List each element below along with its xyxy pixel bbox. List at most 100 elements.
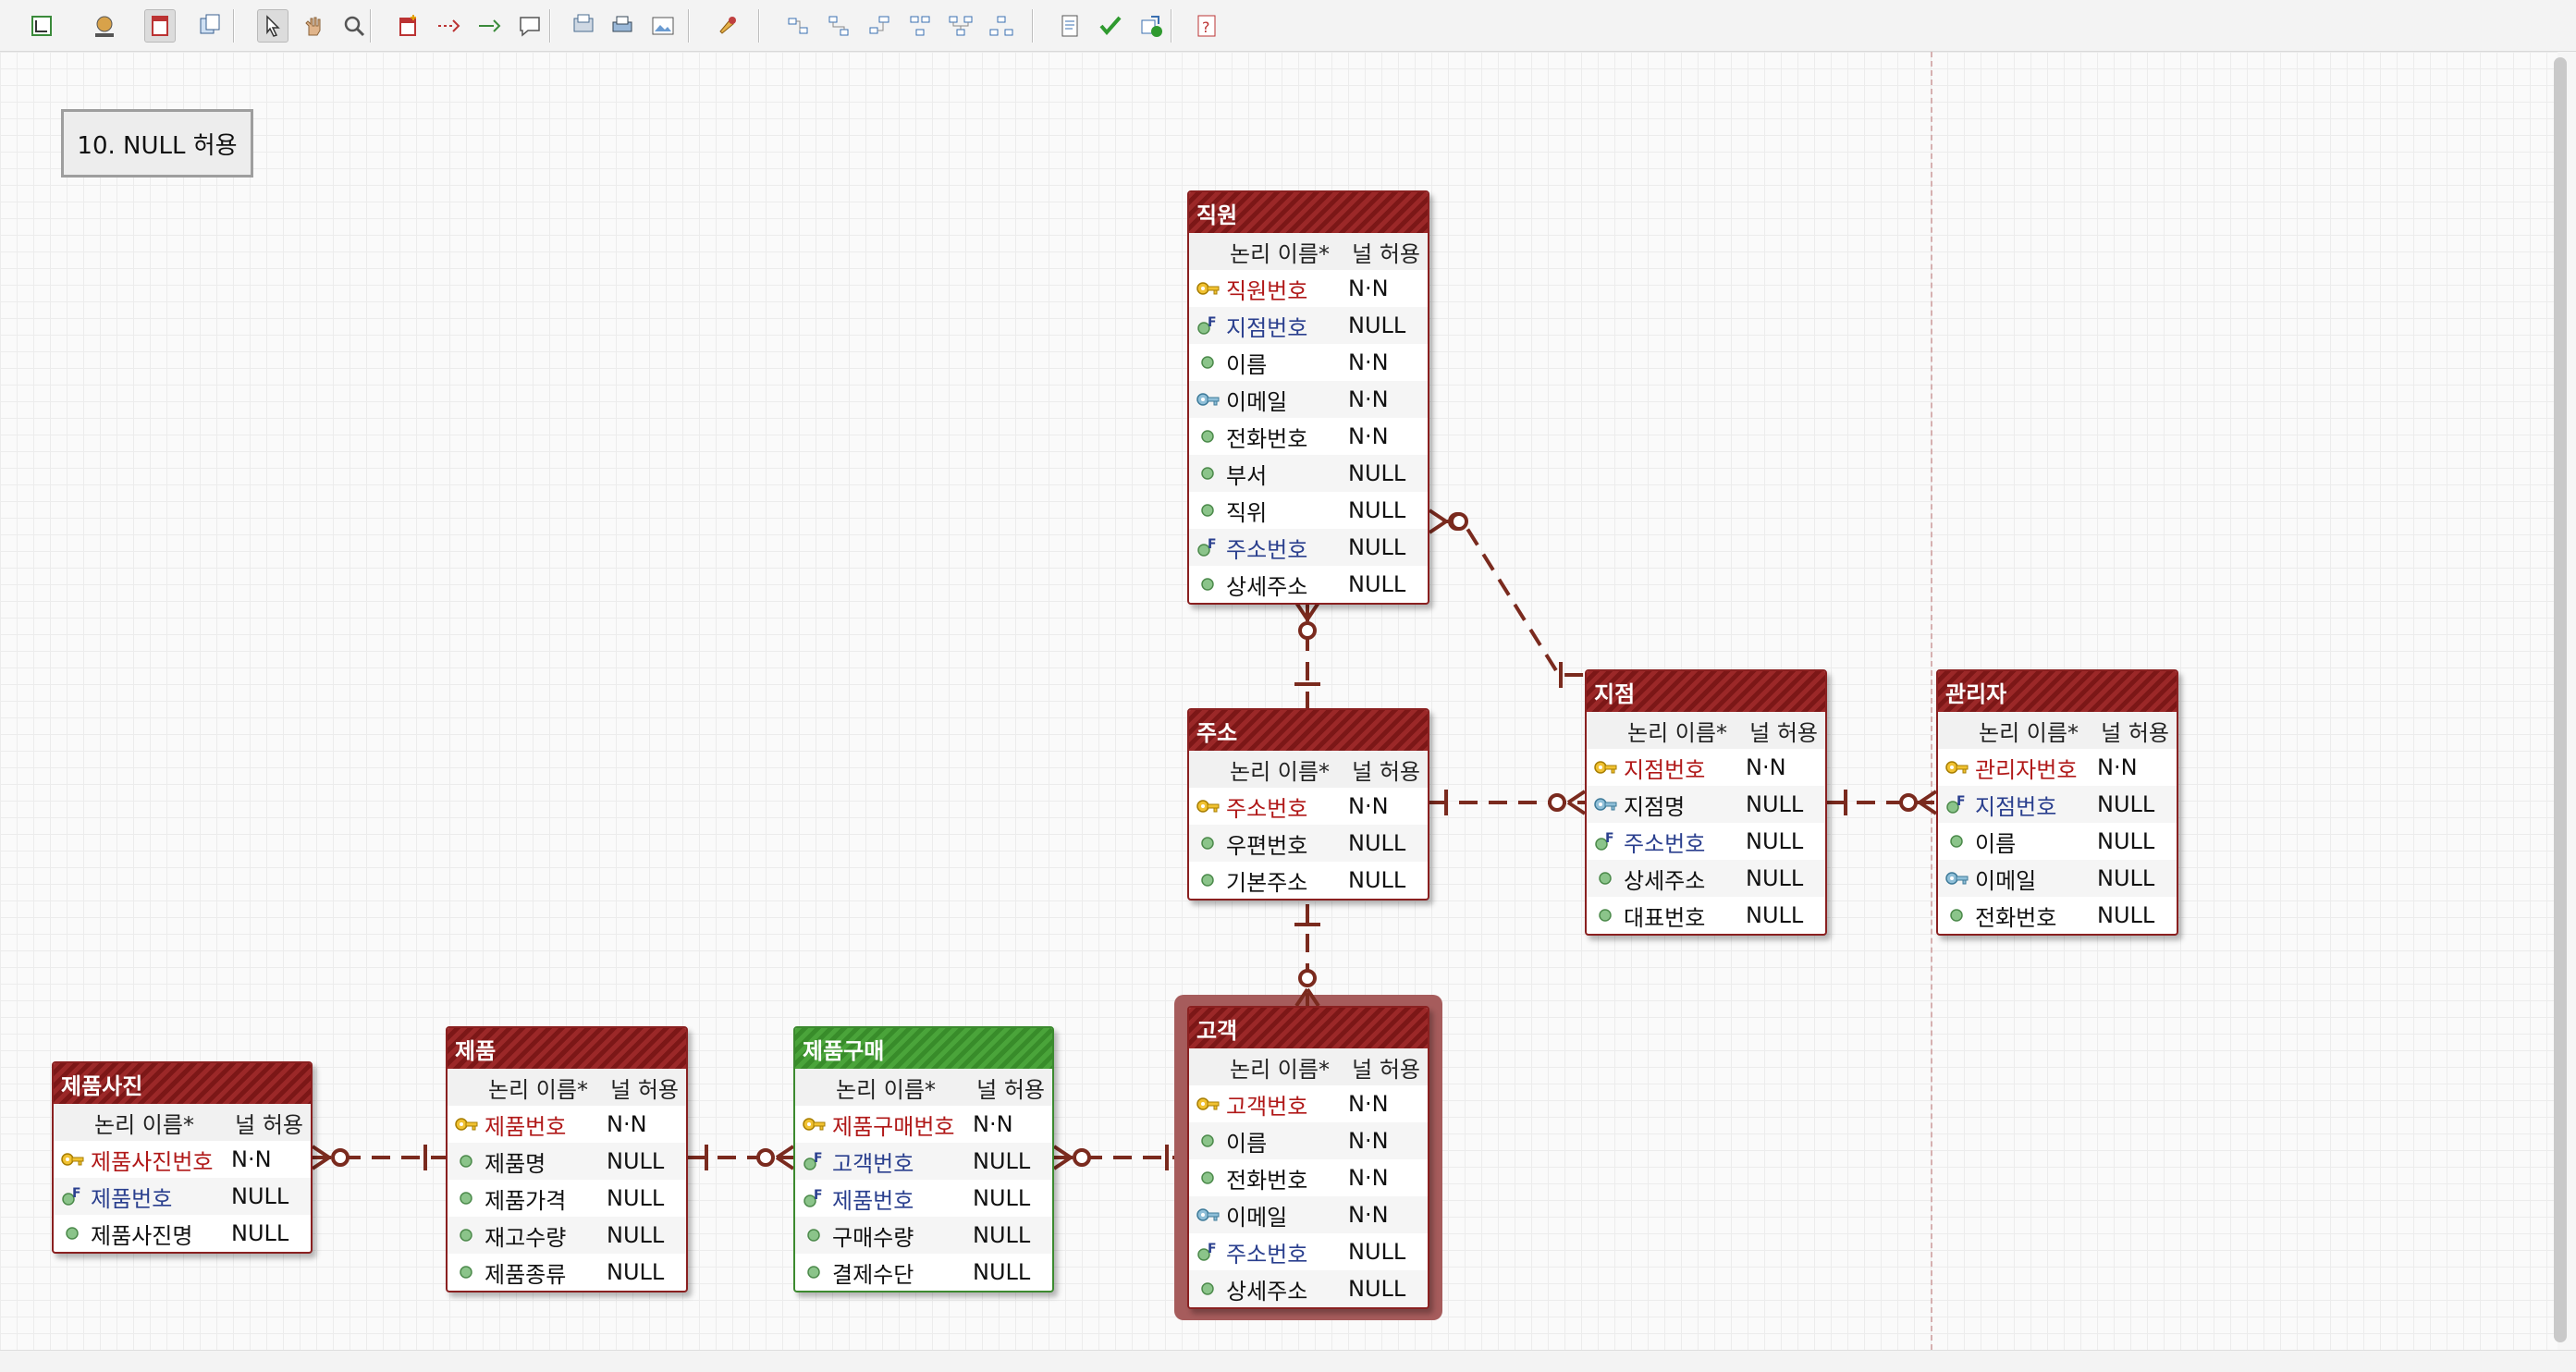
copy-button[interactable] (194, 9, 226, 43)
entity-title[interactable]: 제품 (448, 1028, 686, 1069)
report-button[interactable] (1054, 9, 1086, 43)
note-button[interactable] (514, 9, 546, 43)
hand-pan-button[interactable] (298, 9, 329, 43)
entity-title[interactable]: 관리자 (1938, 671, 2177, 712)
column-name: 상세주소 (1226, 1278, 1308, 1305)
entity-title[interactable]: 고객 (1189, 1008, 1428, 1048)
select-pointer-button[interactable] (257, 9, 288, 43)
align-middle-button[interactable] (945, 9, 976, 43)
identifying-relation-icon (479, 19, 501, 32)
toolbar-separator (1032, 9, 1034, 43)
format-brush-button[interactable] (712, 9, 743, 43)
column-name: 결제수단 (832, 1261, 914, 1288)
add-entity-button[interactable] (392, 9, 423, 43)
align-center-button[interactable] (823, 9, 854, 43)
layout-button[interactable] (26, 9, 57, 43)
diagram-note[interactable]: 10. NULL 허용 (61, 109, 253, 178)
export-button[interactable] (568, 9, 599, 43)
entity-title[interactable]: 주소 (1189, 710, 1428, 751)
align-top-button[interactable] (904, 9, 936, 43)
column-name: 주소번호 (1624, 830, 1706, 857)
image-button[interactable] (647, 9, 679, 43)
entity-title[interactable]: 제품사진 (54, 1063, 311, 1104)
zoom-button[interactable] (338, 9, 370, 43)
column-name: 대표번호 (1624, 904, 1706, 931)
print-button[interactable] (607, 9, 638, 43)
identifying-relation-button[interactable] (473, 9, 505, 43)
align-bottom-button[interactable] (986, 9, 1017, 43)
align-center-icon (828, 16, 849, 36)
column-nullable: NULL (231, 1183, 289, 1209)
vertical-scrollbar-thumb[interactable] (2554, 57, 2567, 1342)
column-nullable: NULL (973, 1148, 1031, 1174)
forward-engineer-button[interactable] (1135, 9, 1167, 43)
column-header: 논리 이름*널 허용 (54, 1104, 311, 1141)
entity-view-button[interactable] (144, 9, 176, 43)
column-name: 제품사진명 (91, 1222, 193, 1249)
entity-title[interactable]: 직원 (1189, 192, 1428, 233)
align-right-button[interactable] (864, 9, 895, 43)
column-name: 직위 (1226, 499, 1268, 526)
fill-color-button[interactable] (89, 9, 120, 43)
add-entity-icon (399, 15, 416, 36)
entity-title[interactable]: 지점 (1587, 671, 1825, 712)
entity-title[interactable]: 제품구매 (795, 1028, 1052, 1069)
align-left-button[interactable] (782, 9, 814, 43)
non-identifying-relation-button[interactable] (433, 9, 464, 43)
column-name: 직원번호 (1226, 277, 1308, 304)
help-button[interactable]: ? (1191, 9, 1222, 43)
alternate-key-icon (1945, 872, 1969, 885)
help-icon: ? (1197, 15, 1216, 37)
validate-check-button[interactable] (1095, 9, 1126, 43)
